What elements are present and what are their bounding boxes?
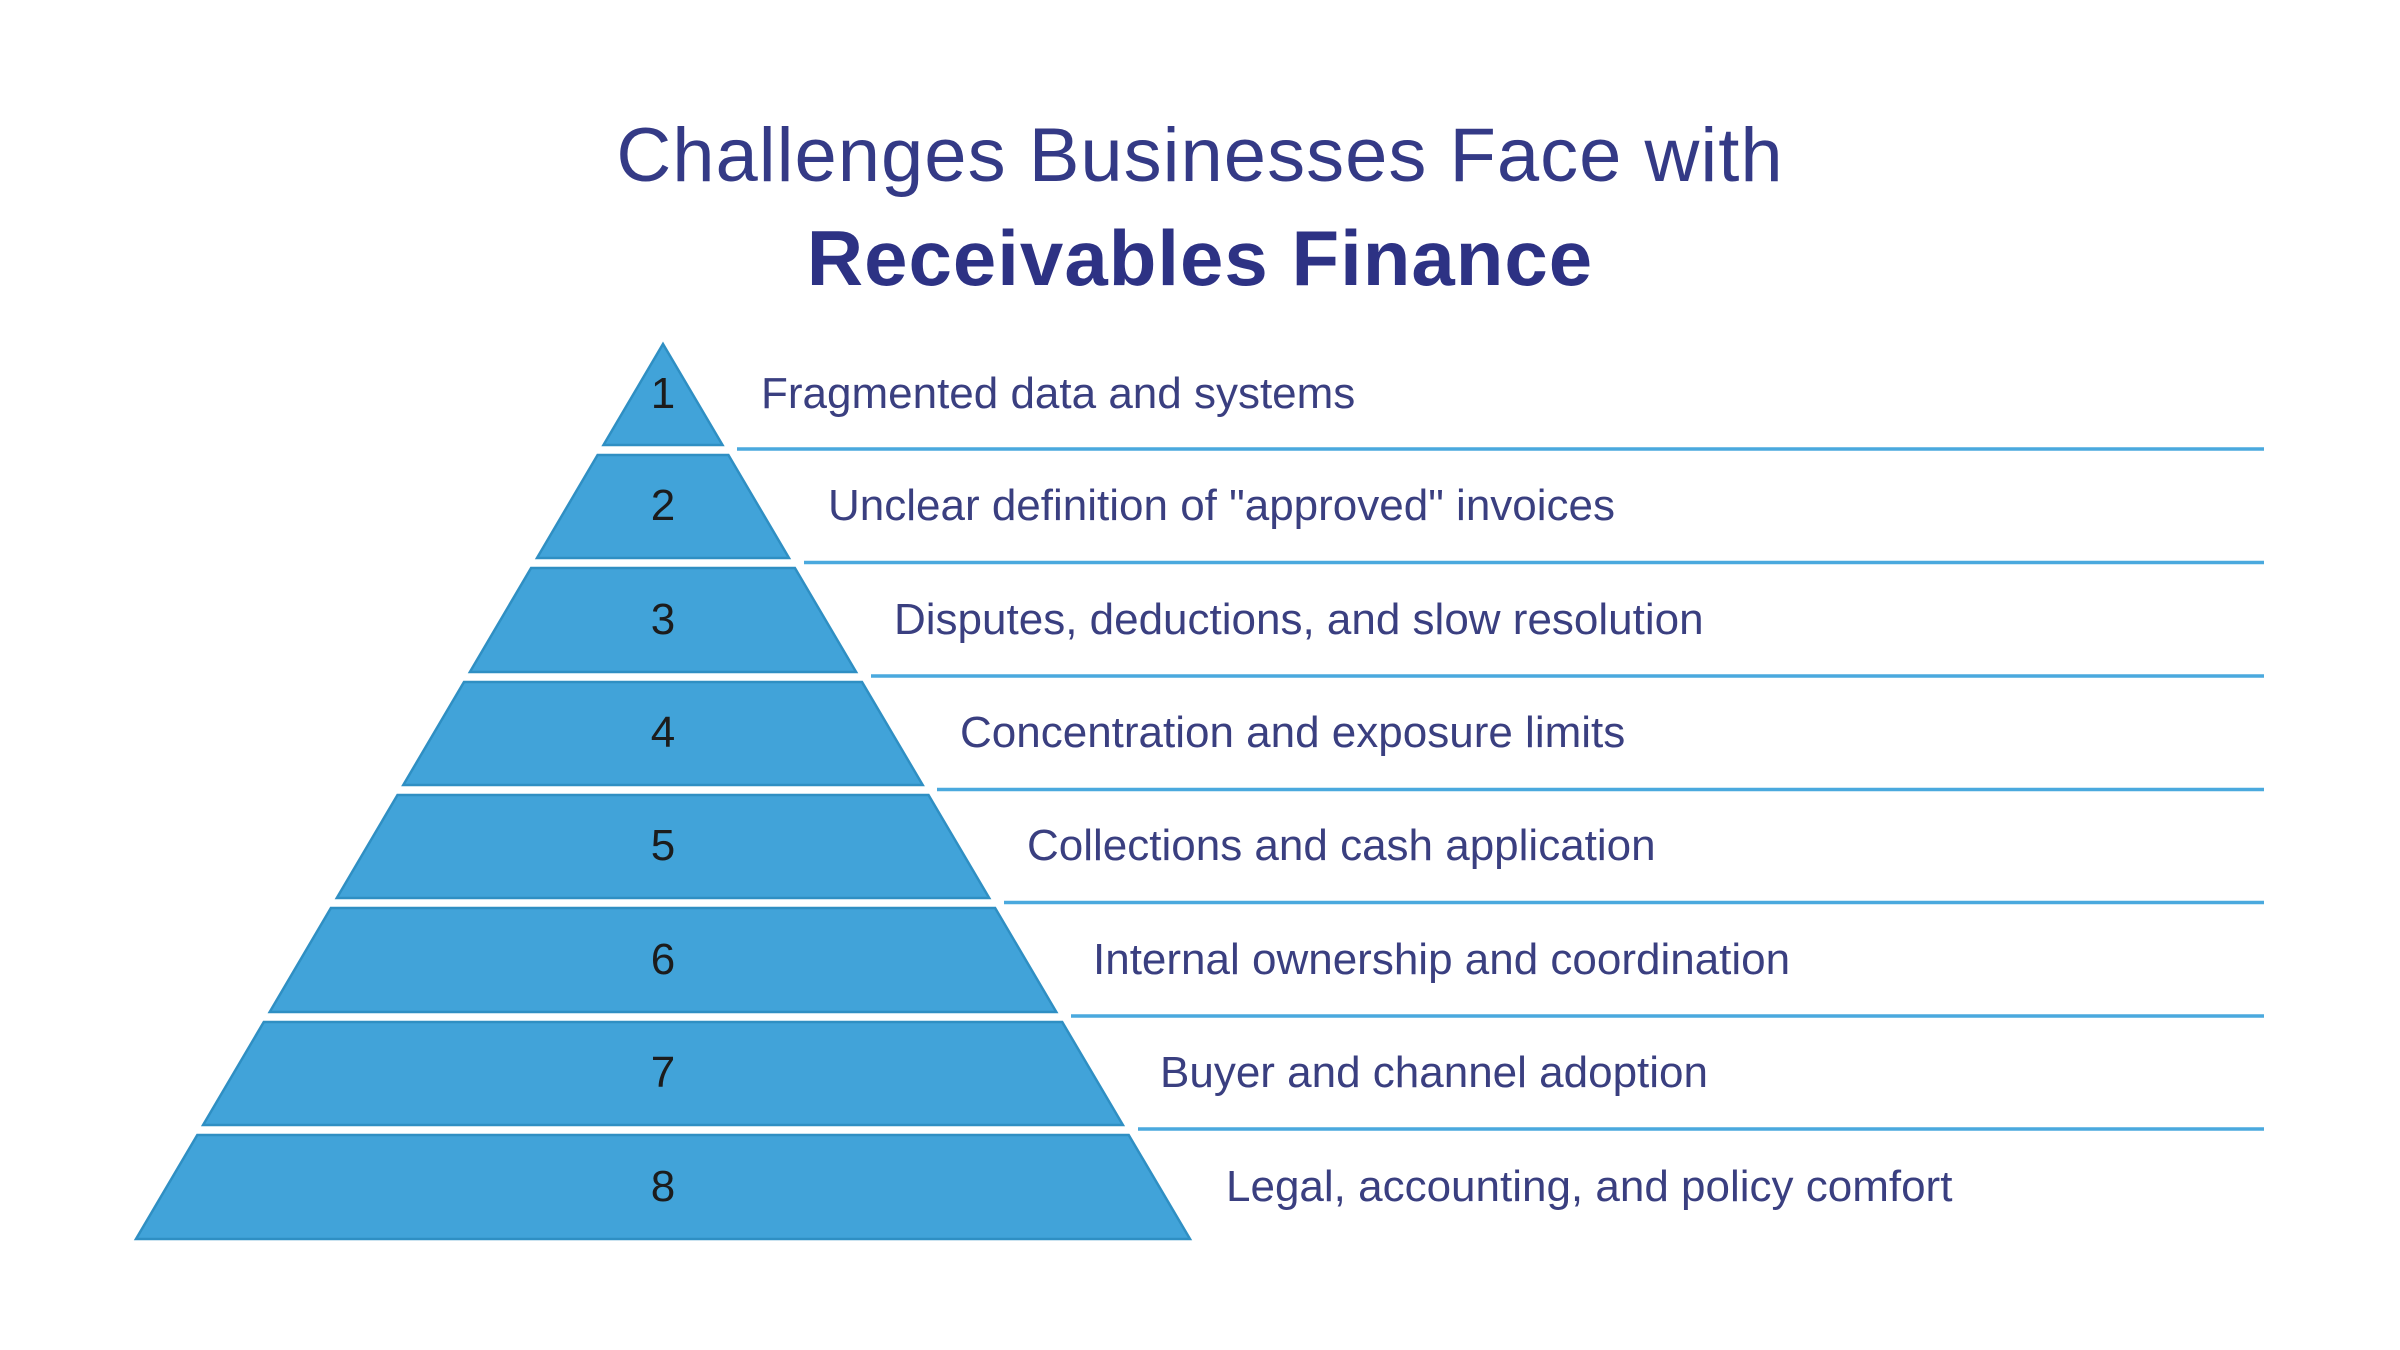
title-line-2: Receivables Finance	[806, 214, 1594, 302]
segment-label-6: Internal ownership and coordination	[1093, 935, 1791, 984]
segment-number-2: 2	[650, 481, 676, 530]
pyramid-segment-2	[534, 453, 792, 560]
segment-number-8: 8	[650, 1162, 676, 1211]
segment-label-3: Disputes, deductions, and slow resolutio…	[894, 595, 1704, 644]
pyramid-segment-7	[200, 1020, 1126, 1127]
segment-label-2: Unclear definition of "approved" invoice…	[828, 481, 1616, 530]
segment-label-1: Fragmented data and systems	[761, 369, 1356, 418]
pyramid-segment-5	[334, 793, 992, 900]
pyramid-segment-8	[133, 1133, 1193, 1241]
pyramid-segment-4	[401, 680, 925, 787]
segment-label-7: Buyer and channel adoption	[1160, 1048, 1708, 1097]
pyramid-segment-6	[267, 906, 1059, 1014]
segment-number-6: 6	[650, 935, 676, 984]
title-line-1: Challenges Businesses Face with	[616, 113, 1784, 198]
segment-label-5: Collections and cash application	[1027, 821, 1656, 870]
segment-label-4: Concentration and exposure limits	[960, 708, 1626, 757]
pyramid-segment-3	[467, 566, 859, 674]
segment-number-3: 3	[650, 595, 676, 644]
segment-number-1: 1	[650, 369, 676, 418]
page-title: Challenges Businesses Face with Receivab…	[0, 112, 2400, 308]
segment-label-8: Legal, accounting, and policy comfort	[1226, 1162, 1953, 1211]
segment-number-7: 7	[650, 1048, 676, 1097]
segment-number-5: 5	[650, 821, 676, 870]
pyramid-segment-1	[601, 341, 725, 447]
segment-number-4: 4	[650, 708, 676, 757]
